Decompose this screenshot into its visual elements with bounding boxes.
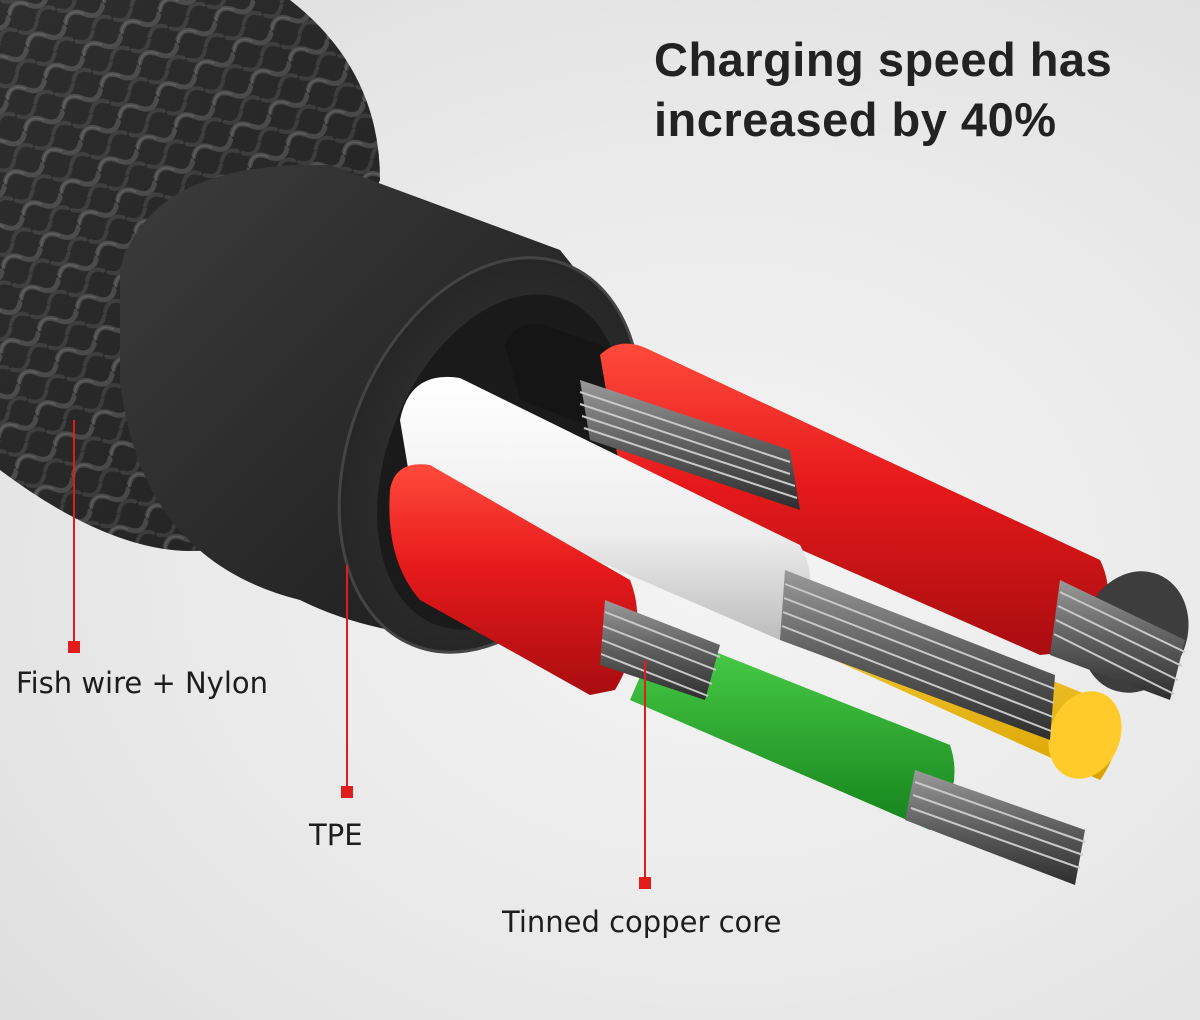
headline-line-2: increased by 40% (654, 93, 1057, 146)
copper-strands-top (579, 380, 800, 510)
headline: Charging speed has increased by 40% (654, 30, 1194, 150)
copper-strands-white (780, 570, 1056, 740)
copper-strands-green (905, 770, 1086, 885)
callout-leader-core (639, 660, 651, 889)
copper-strands-red (1050, 580, 1186, 700)
copper-strands-bottom-red (600, 600, 721, 700)
callout-leader-nylon (68, 420, 80, 653)
white-insulated-wire (400, 376, 811, 640)
callout-label-nylon: Fish wire + Nylon (16, 666, 269, 700)
green-insulated-wire (630, 630, 955, 830)
red-insulated-wire-bottom (389, 464, 638, 695)
headline-line-1: Charging speed has (654, 33, 1113, 86)
callout-label-core: Tinned copper core (502, 905, 782, 939)
callout-leader-tpe (341, 565, 353, 798)
callout-label-tpe: TPE (309, 818, 363, 852)
